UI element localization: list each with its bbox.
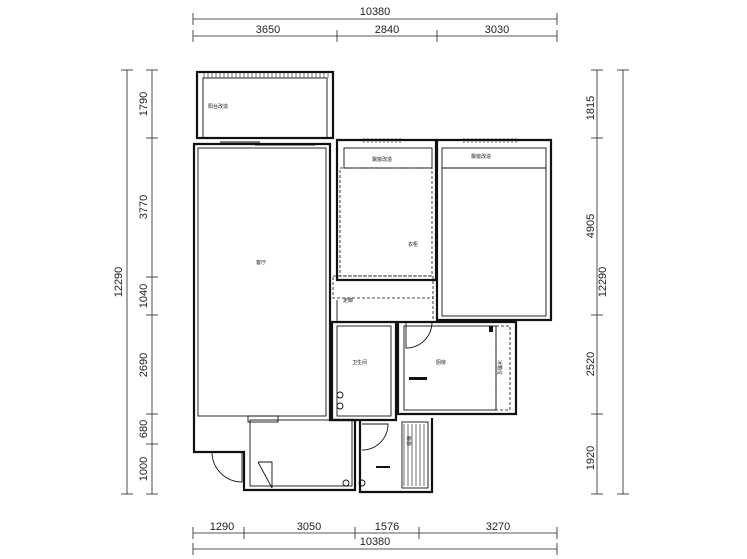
shoe-cabinet — [258, 461, 273, 488]
bedroom-2-window-label: 飘窗改造 — [372, 156, 392, 163]
hallway-label: 走廊 — [343, 297, 353, 304]
counter-mark — [409, 377, 427, 380]
floor-drain-2 — [336, 402, 344, 410]
doors — [211, 300, 433, 489]
stair-hatch — [403, 424, 425, 486]
kitchen-walls — [396, 320, 518, 416]
closet-label: 衣柜 — [408, 241, 418, 248]
utility-door-swing — [361, 423, 389, 451]
right-dim-2: 4905 — [585, 214, 597, 238]
bottom-dim-3: 1576 — [375, 521, 399, 533]
top-dimension-chain: 10380 3650 2840 3030 — [192, 6, 558, 42]
living-room-walls — [192, 142, 357, 492]
left-dim-3: 1040 — [138, 284, 150, 308]
bottom-dim-4: 3270 — [486, 521, 510, 533]
right-dim-1: 1815 — [585, 96, 597, 120]
bedroom-1-window-label: 飘窗改造 — [471, 153, 491, 160]
sink-mark — [376, 466, 390, 468]
bottom-total-dim: 10380 — [360, 536, 391, 548]
bottom-dim-1: 1290 — [210, 521, 234, 533]
left-dim-2: 3770 — [138, 195, 150, 219]
stair-label: 楼梯 — [406, 436, 413, 446]
left-dim-4: 2690 — [138, 353, 150, 377]
bottom-dimension-chain: 1290 3050 1576 3270 10380 — [192, 521, 558, 555]
kitchen-label: 厨房 — [436, 359, 446, 366]
right-dimension-chain: 1815 4905 2520 1920 12290 — [585, 69, 629, 495]
room-labels: 阳台改造 客厅 飘窗改造 飘窗改造 衣柜 走廊 卫生间 厨房 冰箱位 楼梯 — [208, 103, 503, 446]
top-total-dim: 10380 — [360, 6, 391, 18]
walls — [192, 70, 553, 494]
left-dimension-chain: 12290 1790 3770 1040 2690 680 1000 — [113, 69, 158, 495]
right-dim-3: 2520 — [585, 352, 597, 376]
kitchen-door-swing — [405, 321, 433, 349]
floor-drain-4 — [358, 479, 366, 487]
left-total-dim: 12290 — [113, 267, 125, 298]
top-dim-2: 2840 — [375, 24, 399, 36]
vent-mark — [489, 326, 493, 332]
top-dim-1: 3650 — [256, 24, 280, 36]
bathroom-label: 卫生间 — [352, 359, 367, 366]
bathroom-walls — [330, 320, 398, 422]
bedroom-window-hatch — [363, 138, 517, 143]
right-dim-4: 1920 — [585, 446, 597, 470]
entry-door-swing — [211, 451, 243, 483]
utility-walls — [358, 418, 434, 494]
left-dim-1: 1790 — [138, 92, 150, 116]
balcony-label: 阳台改造 — [208, 103, 228, 110]
balcony-railing-hatch — [203, 73, 329, 78]
top-dim-3: 3030 — [485, 24, 509, 36]
left-dim-5: 680 — [138, 420, 150, 438]
living-room-label: 客厅 — [256, 259, 266, 266]
left-dim-6: 1000 — [138, 457, 150, 481]
cabinet-label: 冰箱位 — [496, 360, 503, 375]
floor-drain-3 — [342, 479, 350, 487]
floor-drain-1 — [336, 391, 344, 399]
bottom-dim-2: 3050 — [297, 521, 321, 533]
right-total-dim: 12290 — [597, 267, 609, 298]
bedroom-1-walls — [435, 138, 553, 322]
fixtures — [336, 326, 493, 487]
